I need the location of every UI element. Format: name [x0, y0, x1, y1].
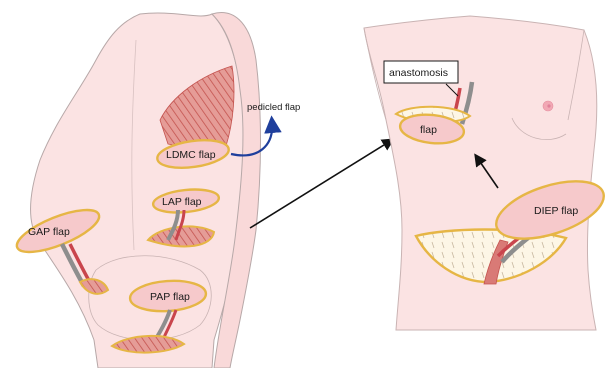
- diep-flap-label: DIEP flap: [534, 205, 578, 217]
- lap-flap-label: LAP flap: [162, 196, 202, 208]
- pap-flap-label: PAP flap: [150, 291, 190, 303]
- torso-figure: anastomosis flap DIEP flap: [364, 16, 608, 330]
- transfer-arrow: [250, 140, 392, 228]
- back-figure: LDMC flap pedicled flap LAP flap GAP fla…: [12, 13, 300, 368]
- gap-flap-label: GAP flap: [28, 226, 70, 238]
- anastomosis-label: anastomosis: [389, 67, 448, 79]
- ldmc-flap-label: LDMC flap: [166, 149, 216, 161]
- pedicled-flap-label: pedicled flap: [247, 102, 300, 113]
- chest-flap-label: flap: [420, 124, 437, 136]
